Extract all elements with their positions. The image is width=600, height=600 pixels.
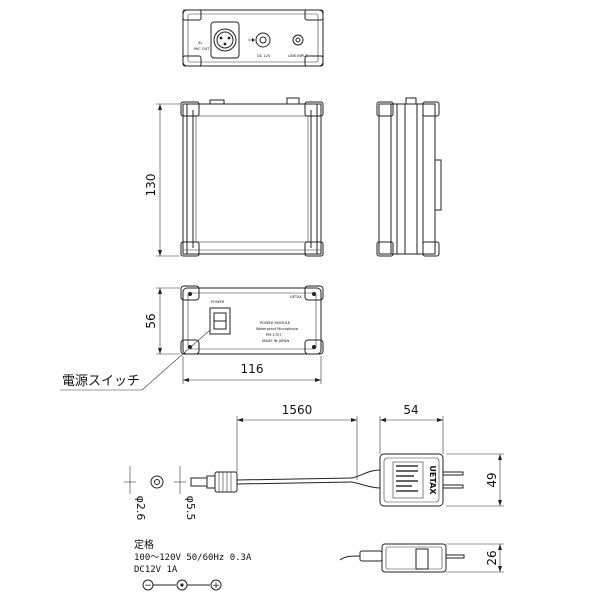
top-line-label: LINE INPUT bbox=[288, 54, 309, 58]
dc-jack bbox=[255, 32, 271, 48]
dim-adapter-width: 54 bbox=[403, 403, 418, 417]
polarity-positive-icon bbox=[210, 579, 222, 591]
dim-plug-outer: φ5.5 bbox=[184, 496, 197, 521]
front-line-4: MADE IN JAPAN bbox=[262, 339, 289, 343]
dim-height-front: 56 bbox=[144, 313, 158, 328]
specs-line-1: 100～120V 50/60Hz 0.3A bbox=[134, 553, 252, 563]
power-switch bbox=[209, 307, 231, 335]
top-dc-label: DC 12V bbox=[257, 54, 271, 58]
top-xlr-label-a: XL bbox=[198, 41, 202, 45]
main-view: 130 bbox=[144, 97, 324, 257]
front-line-1: POWER MODULE bbox=[260, 321, 291, 325]
side-view bbox=[376, 97, 442, 257]
front-power-label: POWER bbox=[211, 300, 225, 304]
front-brand: UETAX bbox=[290, 295, 302, 299]
specs-line-2: DC12V 1A bbox=[134, 565, 178, 575]
plug-end-outer bbox=[150, 475, 164, 489]
cable bbox=[236, 477, 353, 481]
top-xlr-label-b: MIC OUT bbox=[194, 47, 210, 51]
adapter-body-top bbox=[379, 453, 444, 507]
power-switch-callout: 電源スイッチ bbox=[62, 374, 140, 389]
adapter-body-side bbox=[381, 543, 447, 573]
adapter-top-view: 1560 54 φ2.6 φ5.5 bbox=[124, 403, 504, 520]
plug-barrel bbox=[190, 477, 208, 487]
adapter-label-block bbox=[396, 465, 418, 492]
front-line-3: PM-1707 bbox=[266, 333, 282, 337]
front-line-2: Waterproof Microphone bbox=[256, 327, 299, 331]
xlr-connector bbox=[210, 21, 240, 59]
dim-cable-length: 1560 bbox=[282, 403, 313, 417]
specs-title: 定格 bbox=[134, 538, 154, 551]
line-input-jack bbox=[292, 34, 304, 46]
dim-width-main: 116 bbox=[241, 362, 264, 376]
cable-side bbox=[339, 555, 361, 561]
front-panel-view: POWER UETAX POWER MODULE Waterproof Micr… bbox=[60, 285, 324, 391]
rating-specs: 定格 100～120V 50/60Hz 0.3A DC12V 1A − + bbox=[134, 538, 252, 591]
adapter-side-view: 26 bbox=[339, 543, 504, 573]
dim-height-main: 130 bbox=[144, 174, 158, 197]
dim-adapter-depth: 26 bbox=[485, 550, 499, 565]
top-view: XL MIC OUT DC 12V LINE INPUT bbox=[182, 9, 324, 67]
polarity-right: + bbox=[212, 581, 220, 591]
adapter-brand: UETAX bbox=[428, 465, 437, 495]
dim-plug-inner: φ2.6 bbox=[134, 496, 147, 521]
dim-adapter-height: 49 bbox=[485, 472, 499, 487]
polarity-left: − bbox=[144, 581, 152, 591]
